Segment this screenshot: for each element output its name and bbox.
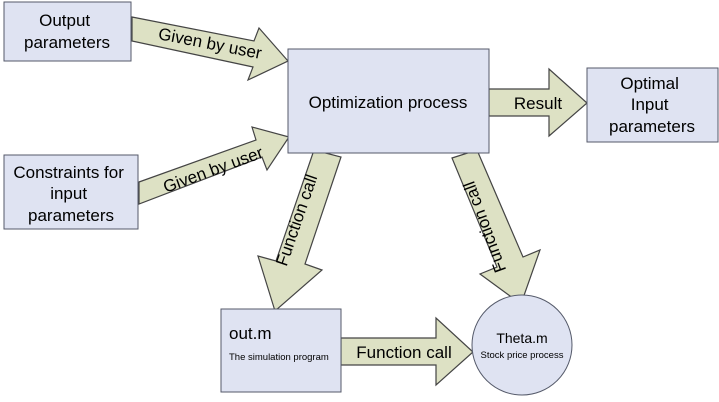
node-output-parameters: Output parameters <box>3 1 132 62</box>
node-out-m: out.m The simulation program <box>220 308 342 393</box>
arrow-given-by-user-bottom: Given by user <box>138 126 290 205</box>
arrow-result: Result <box>488 67 588 138</box>
node-out-m-title: out.m <box>229 324 272 343</box>
node-theta-m-subtitle: Stock price process <box>481 350 564 361</box>
node-theta-m-title: Theta.m <box>496 330 547 346</box>
node-constraints-label: Constraints for input parameters <box>13 163 128 225</box>
node-optimal-input-label: Optimal Input parameters <box>609 74 695 136</box>
arrow-given-by-user-top: Given by user <box>131 16 289 82</box>
arrow-label-function-call-between: Function call <box>356 343 451 362</box>
node-optimal-input: Optimal Input parameters <box>586 67 719 143</box>
node-theta-m: Theta.m Stock price process <box>471 294 573 396</box>
arrow-function-call-out: Function call <box>257 149 342 313</box>
node-constraints: Constraints for input parameters <box>3 154 139 230</box>
node-out-m-subtitle: The simulation program <box>229 352 329 363</box>
node-optimization-process: Optimization process <box>287 48 490 154</box>
arrow-function-call-theta: Function call <box>451 149 542 305</box>
node-output-parameters-label: Output parameters <box>24 11 110 52</box>
node-optimization-process-label: Optimization process <box>309 93 468 112</box>
arrow-label-result: Result <box>514 94 562 113</box>
arrow-function-call-between: Function call <box>340 316 474 387</box>
